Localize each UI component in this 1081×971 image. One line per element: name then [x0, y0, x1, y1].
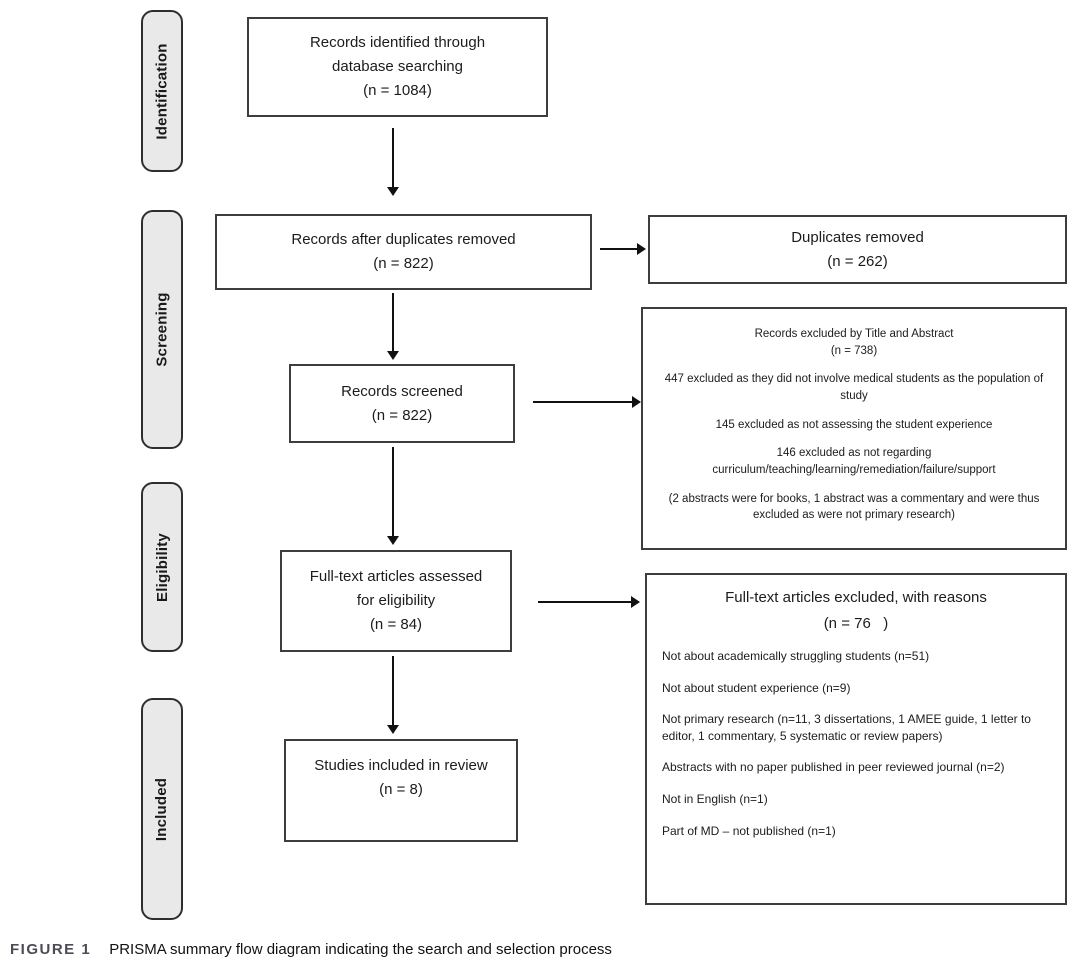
stage-screening-label: Screening — [153, 292, 171, 367]
stage-included: Included — [141, 698, 183, 920]
arrow-head-icon — [632, 396, 641, 408]
down-arrow-screened-to-fulltext — [387, 447, 399, 545]
box-records-screened: Records screened (n = 822) — [289, 364, 515, 443]
right-arrow-to-duplicates-removed — [600, 243, 646, 255]
down-arrow-after-duplicates-to-screened — [387, 293, 399, 360]
right-arrow-to-records-excluded — [533, 396, 641, 408]
records-excluded-reason: 145 excluded as not assessing the studen… — [715, 418, 993, 431]
records-excluded-reason: (2 abstracts were for books, 1 abstract … — [668, 492, 1040, 522]
fulltext-excluded-reason: Part of MD – not published (n=1) — [662, 823, 836, 838]
figure-caption-label: FIGURE 1 — [10, 941, 92, 958]
box-records-identified-line2: database searching — [332, 58, 463, 75]
box-records-excluded-count: (n = 738) — [830, 344, 878, 357]
arrow-head-icon — [637, 243, 646, 255]
arrow-head-icon — [387, 351, 399, 360]
arrow-head-icon — [387, 187, 399, 196]
figure-caption-text: PRISMA summary flow diagram indicating t… — [109, 941, 612, 958]
box-duplicates-removed-count: (n = 262) — [827, 252, 888, 270]
arrow-shaft — [538, 601, 631, 603]
box-fulltext-assessed-line2: for eligibility — [356, 592, 436, 609]
arrow-head-icon — [631, 596, 640, 608]
records-excluded-reason: 447 excluded as they did not involve med… — [664, 373, 1044, 403]
arrow-head-icon — [387, 536, 399, 545]
box-duplicates-removed: Duplicates removed (n = 262) — [648, 215, 1067, 284]
box-records-screened-count: (n = 822) — [371, 406, 433, 424]
arrow-shaft — [533, 401, 632, 403]
box-records-excluded: Records excluded by Title and Abstract (… — [641, 307, 1067, 550]
box-fulltext-assessed-count: (n = 84) — [369, 616, 423, 633]
box-after-duplicates-line1: Records after duplicates removed — [291, 231, 516, 248]
stage-included-label: Included — [153, 777, 171, 841]
box-records-identified: Records identified through database sear… — [247, 17, 548, 117]
arrow-shaft — [392, 293, 394, 351]
box-fulltext-excluded-heading: Full-text articles excluded, with reason… — [662, 585, 1050, 636]
stage-eligibility-label: Eligibility — [153, 532, 171, 602]
arrow-shaft — [392, 656, 394, 725]
records-excluded-reason: 146 excluded as not regarding curriculum… — [712, 447, 996, 477]
box-records-excluded-heading-line1: Records excluded by Title and Abstract — [754, 328, 954, 340]
box-studies-included: Studies included in review (n = 8) — [284, 739, 518, 842]
down-arrow-identified-to-after-duplicates — [387, 128, 399, 196]
stage-screening: Screening — [141, 210, 183, 449]
stage-eligibility: Eligibility — [141, 482, 183, 652]
box-after-duplicates-count: (n = 822) — [373, 255, 434, 272]
down-arrow-fulltext-to-included — [387, 656, 399, 734]
box-duplicates-removed-line1: Duplicates removed — [791, 228, 924, 246]
box-fulltext-assessed: Full-text articles assessed for eligibil… — [280, 550, 512, 652]
arrow-head-icon — [387, 725, 399, 734]
stage-identification-label: Identification — [153, 42, 171, 140]
box-fulltext-excluded-count: (n = 76 ) — [823, 614, 889, 632]
stage-identification: Identification — [141, 10, 183, 172]
box-fulltext-assessed-line1: Full-text articles assessed — [309, 568, 483, 585]
box-records-identified-line1: Records identified through — [309, 34, 486, 51]
box-records-identified-count: (n = 1084) — [363, 82, 432, 99]
box-studies-included-count: (n = 8) — [379, 781, 423, 798]
box-fulltext-excluded: Full-text articles excluded, with reason… — [645, 573, 1067, 905]
box-studies-included-line1: Studies included in review — [314, 757, 488, 774]
fulltext-excluded-reason: Not about academically struggling studen… — [662, 649, 930, 663]
box-fulltext-excluded-heading-line1: Full-text articles excluded, with reason… — [725, 589, 987, 606]
fulltext-excluded-reason: Not about student experience (n=9) — [662, 680, 851, 695]
arrow-shaft — [392, 128, 394, 187]
fulltext-excluded-reason: Abstracts with no paper published in pee… — [662, 760, 1005, 775]
box-records-excluded-heading: Records excluded by Title and Abstract (… — [755, 326, 954, 359]
arrow-shaft — [600, 248, 637, 250]
figure-caption: FIGURE 1 PRISMA summary flow diagram indi… — [10, 941, 612, 958]
arrow-shaft — [392, 447, 394, 536]
fulltext-excluded-reason: Not in English (n=1) — [662, 791, 768, 806]
fulltext-excluded-reason: Not primary research (n=11, 3 dissertati… — [662, 712, 1031, 743]
box-after-duplicates: Records after duplicates removed (n = 82… — [215, 214, 592, 290]
right-arrow-to-fulltext-excluded — [538, 596, 640, 608]
box-records-screened-line1: Records screened — [341, 382, 463, 400]
